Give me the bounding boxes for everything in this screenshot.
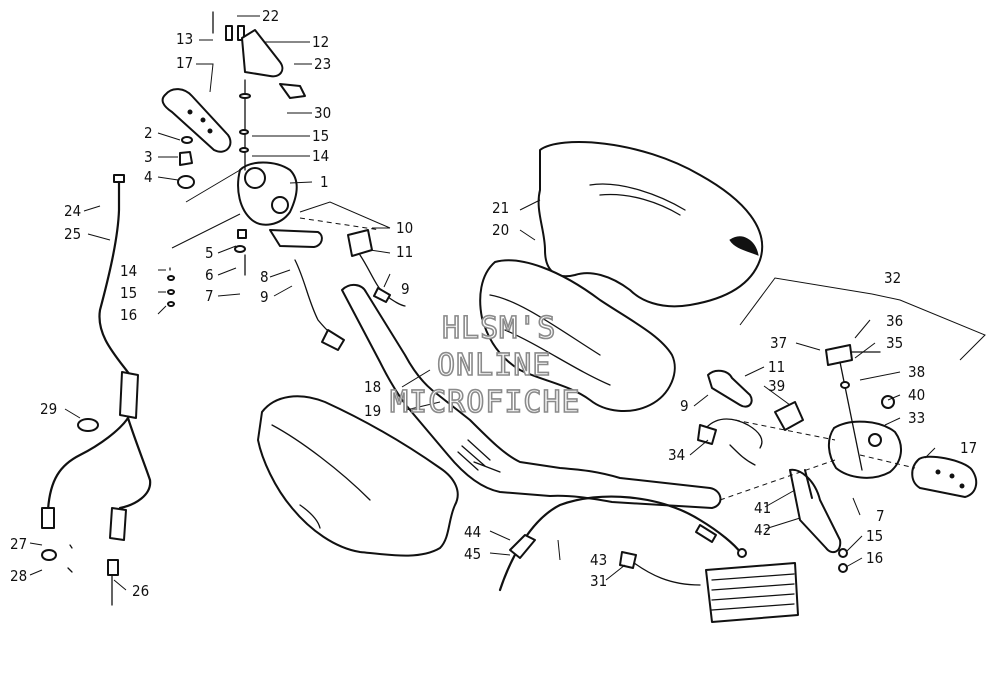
callout-40: 40 <box>908 386 925 404</box>
callout-21: 21 <box>492 199 509 217</box>
callouts: 13 22 12 17 23 30 15 14 1 2 3 4 24 25 5 … <box>10 7 977 600</box>
callout-44: 44 <box>464 523 481 541</box>
callout-36: 36 <box>886 312 903 330</box>
callout-38: 38 <box>908 363 925 381</box>
callout-7-left: 7 <box>205 287 214 305</box>
callout-17-left: 17 <box>176 54 193 72</box>
callout-34: 34 <box>668 446 685 464</box>
callout-13: 13 <box>176 30 193 48</box>
throttle-cable-assembly <box>41 174 152 606</box>
callout-11-left: 11 <box>396 243 413 261</box>
callout-29: 29 <box>40 400 57 418</box>
callout-18: 18 <box>364 378 381 396</box>
callout-9-right: 9 <box>680 397 689 415</box>
callout-22: 22 <box>262 7 279 25</box>
callout-41: 41 <box>754 499 771 517</box>
callout-26: 26 <box>132 582 149 600</box>
callout-37: 37 <box>770 334 787 352</box>
callout-2: 2 <box>144 124 153 142</box>
callout-45: 45 <box>464 545 481 563</box>
small-hardware <box>167 136 247 307</box>
callout-17-right: 17 <box>960 439 977 457</box>
callout-1: 1 <box>320 173 329 191</box>
callout-12: 12 <box>312 33 329 51</box>
callout-43: 43 <box>590 551 607 569</box>
switch-assembly-left <box>347 229 406 307</box>
top-hardware <box>212 11 306 171</box>
heater-element <box>619 551 799 623</box>
handlebar-pad-cover <box>537 141 764 308</box>
callout-42: 42 <box>754 521 771 539</box>
callout-14-left: 14 <box>120 262 137 280</box>
handlebar <box>341 284 722 509</box>
left-grip <box>161 88 232 153</box>
callout-27: 27 <box>10 535 27 553</box>
callout-20: 20 <box>492 221 509 239</box>
callout-16-left: 16 <box>120 306 137 324</box>
callout-15-left: 15 <box>120 284 137 302</box>
callout-24: 24 <box>64 202 81 220</box>
callout-32: 32 <box>884 269 901 287</box>
callout-16-right: 16 <box>866 549 883 567</box>
callout-10: 10 <box>396 219 413 237</box>
callout-5: 5 <box>205 244 214 262</box>
callout-15-top: 15 <box>312 127 329 145</box>
callout-33: 33 <box>908 409 925 427</box>
watermark-line-1: HLSM'S <box>442 311 556 346</box>
callout-19: 19 <box>364 402 381 420</box>
brake-cable <box>498 495 747 592</box>
callout-39: 39 <box>768 377 785 395</box>
callout-8: 8 <box>260 268 269 286</box>
leader-lines <box>29 15 986 591</box>
callout-15-right: 15 <box>866 527 883 545</box>
callout-4: 4 <box>144 168 153 186</box>
callout-31: 31 <box>590 572 607 590</box>
watermark-line-2: ONLINE <box>437 348 551 383</box>
callout-9-mid: 9 <box>401 280 410 298</box>
control-housing <box>237 161 345 351</box>
callout-11-right: 11 <box>768 358 785 376</box>
lower-shroud <box>257 395 459 557</box>
callout-3: 3 <box>144 148 153 166</box>
callout-7-right: 7 <box>876 507 885 525</box>
callout-9-left: 9 <box>260 288 269 306</box>
callout-23: 23 <box>314 55 331 73</box>
watermark-line-3: MICROFICHE <box>390 385 581 420</box>
callout-28: 28 <box>10 567 27 585</box>
right-control-assembly <box>697 344 978 573</box>
callout-14-top: 14 <box>312 147 329 165</box>
callout-25: 25 <box>64 225 81 243</box>
callout-30: 30 <box>314 104 331 122</box>
callout-35: 35 <box>886 334 903 352</box>
handlebar-pad-base <box>479 259 676 412</box>
callout-6: 6 <box>205 266 214 284</box>
watermark: HLSM'S ONLINE MICROFICHE <box>389 310 581 421</box>
